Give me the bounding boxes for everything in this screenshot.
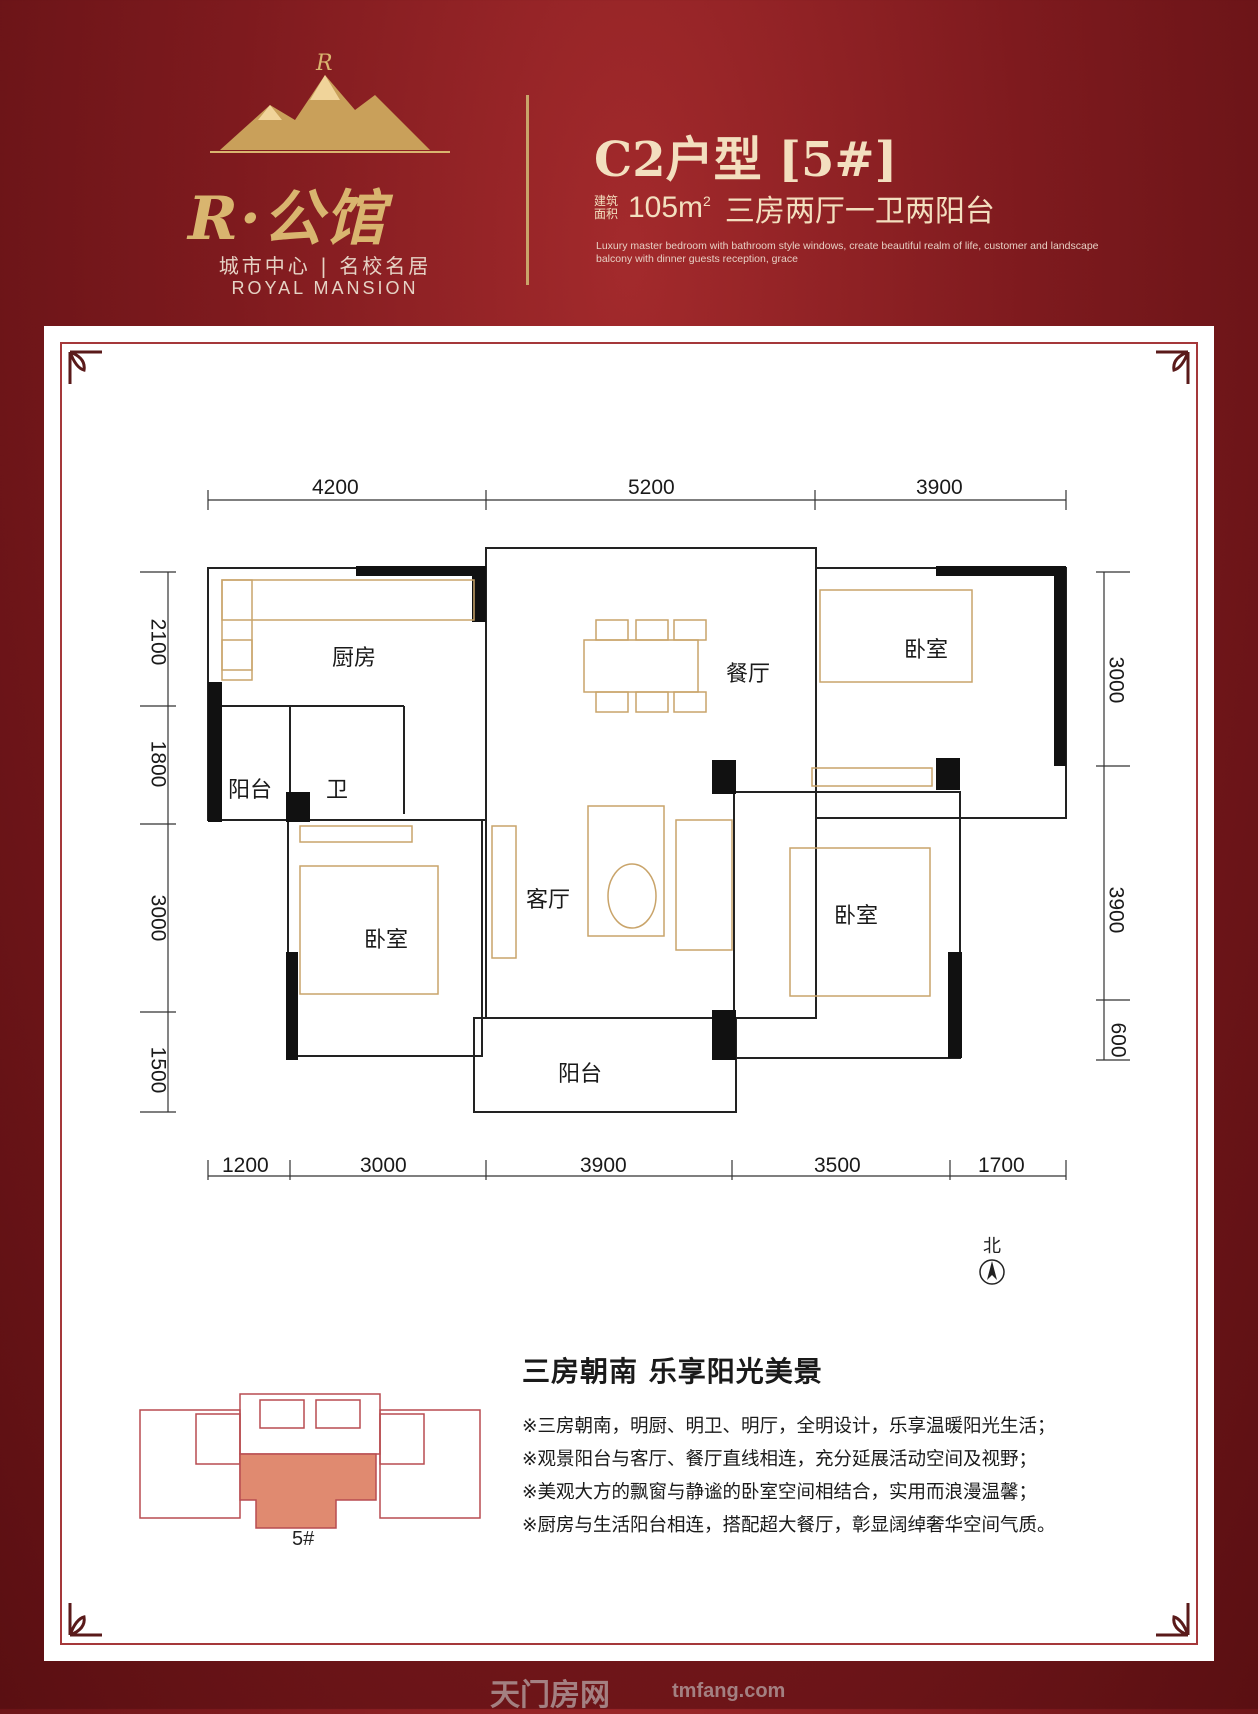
slogan: 三房朝南 乐享阳光美景 (522, 1355, 823, 1388)
mountain-logo-icon: R (210, 51, 450, 153)
area-value: 105m2 (628, 191, 711, 224)
area-row: 建筑面积 105m2 三房两厅一卫两阳台 (594, 186, 995, 230)
dim-top-3: 3900 (916, 476, 963, 499)
panel-border (60, 342, 1198, 1645)
dim-bottom-1: 1200 (222, 1154, 269, 1177)
room-bedroom-se: 卧室 (834, 904, 879, 929)
header: R R·公馆 城市中心 | 名校名居 ROYAL MANSION C2户型 [5… (0, 0, 1258, 320)
room-dining: 餐厅 (726, 662, 771, 687)
unit-title: C2户型 [5#] (594, 132, 898, 188)
corner-ornament-icon (1156, 350, 1190, 384)
dim-right-2: 3900 (1104, 886, 1128, 934)
brand-name: R·公馆 (188, 184, 387, 254)
watermark: 天门房网 (490, 1678, 610, 1713)
corner-ornament-icon (68, 350, 102, 384)
dim-bottom-4: 3500 (814, 1154, 861, 1177)
dim-left-2: 1800 (146, 740, 170, 788)
dim-left-1: 2100 (146, 618, 170, 666)
room-bedroom-ne: 卧室 (904, 638, 949, 663)
dim-right-1: 3000 (1104, 656, 1128, 704)
brand-tagline: 城市中心 | 名校名居 (218, 254, 432, 278)
layout-desc: 三房两厅一卫两阳台 (724, 194, 995, 229)
header-divider (526, 95, 529, 285)
dim-left-4: 1500 (146, 1046, 170, 1094)
english-description: Luxury master bedroom with bathroom styl… (596, 240, 1099, 265)
feature-item: ※美观大方的飘窗与静谧的卧室空间相结合，实用而浪漫温馨； (522, 1482, 1038, 1503)
dim-bottom-3: 3900 (580, 1154, 627, 1177)
dim-top-1: 4200 (312, 476, 359, 499)
dim-right-3: 600 (1106, 1022, 1130, 1058)
room-living: 客厅 (526, 888, 571, 913)
feature-list: ※三房朝南，明厨、明卫、明厅，全明设计，乐享温暖阳光生活； ※观景阳台与客厅、餐… (522, 1410, 1056, 1542)
north-arrow-icon (979, 1259, 1005, 1285)
corner-ornament-icon (68, 1603, 102, 1637)
watermark-url: tmfang.com (672, 1680, 786, 1702)
feature-item: ※观景阳台与客厅、餐厅直线相连，充分延展活动空间及视野； (522, 1449, 1038, 1470)
feature-item: ※三房朝南，明厨、明卫、明厅，全明设计，乐享温暖阳光生活； (522, 1416, 1056, 1437)
dim-left-3: 3000 (146, 894, 170, 942)
brand-logo: R R·公馆 城市中心 | 名校名居 ROYAL MANSION (180, 50, 480, 310)
room-bedroom-sw: 卧室 (364, 928, 409, 953)
corner-ornament-icon (1156, 1603, 1190, 1637)
room-bathroom: 卫 (326, 778, 349, 803)
svg-text:R: R (315, 51, 333, 76)
room-kitchen: 厨房 (332, 646, 377, 671)
north-label: 北 (983, 1236, 1001, 1257)
area-label: 建筑面积 (594, 194, 619, 221)
feature-item: ※厨房与生活阳台相连，搭配超大餐厅，彰显阔绰奢华空间气质。 (522, 1515, 1056, 1536)
north-indicator: 北 (972, 1232, 1012, 1290)
dim-bottom-5: 1700 (978, 1154, 1025, 1177)
brand-english: ROYAL MANSION (231, 278, 419, 298)
keyplan-caption: 5# (292, 1528, 315, 1550)
room-balcony-s: 阳台 (558, 1062, 603, 1087)
dim-bottom-2: 3000 (360, 1154, 407, 1177)
room-balcony-w: 阳台 (228, 778, 273, 803)
dim-top-2: 5200 (628, 476, 675, 499)
key-plan (139, 1393, 481, 1529)
